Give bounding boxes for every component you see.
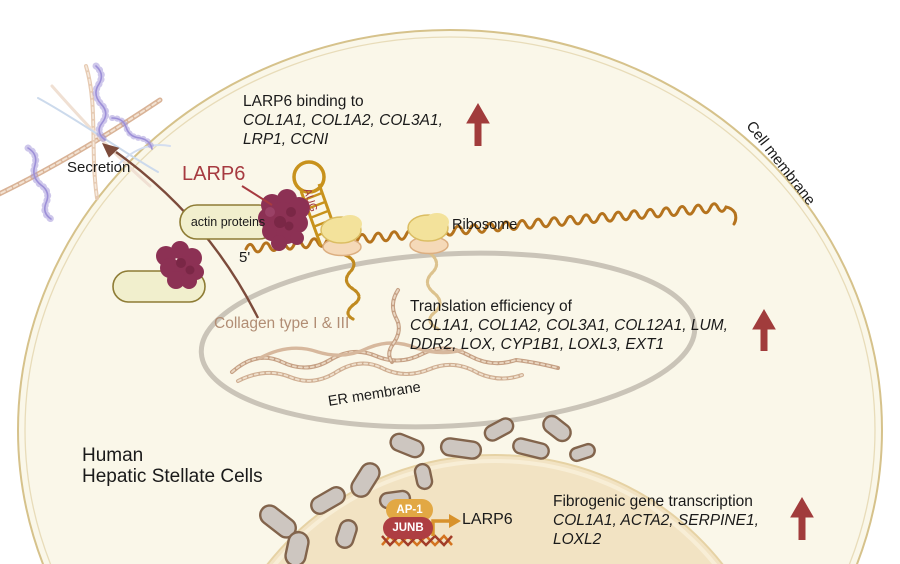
- nascent-chains: [343, 251, 442, 331]
- five-prime-label: 5': [239, 249, 251, 266]
- transcription-genes-line1: COL1A1, ACTA2, SERPINE1,: [553, 512, 759, 529]
- increase-arrow-icon-binding: [466, 103, 490, 146]
- ap1-transcription-factor: AP-1: [386, 499, 433, 521]
- cell-membrane-inner-line: [24, 36, 876, 564]
- ribosome-1: [320, 215, 362, 257]
- translation-title: Translation efficiency of: [410, 298, 572, 315]
- ribosome-label: Ribosome: [452, 217, 518, 233]
- binding-genes-line1: COL1A1, COL1A2, COL3A1,: [243, 112, 443, 129]
- transcription-title: Fibrogenic gene transcription: [553, 493, 753, 510]
- larp6-gene-label: LARP6: [462, 511, 513, 528]
- larp6-protein-label: LARP6: [182, 163, 246, 185]
- actin-proteins-label: actin proteins: [190, 214, 266, 229]
- secretion-label: Secretion: [67, 159, 131, 176]
- cell-type-line1: Human: [82, 445, 144, 466]
- increase-arrow-icon-transcription: [790, 497, 814, 540]
- cell-type-line2: Hepatic Stellate Cells: [82, 466, 263, 487]
- er-membrane-outline: [198, 250, 698, 430]
- larp6-protein-free: [156, 241, 204, 289]
- binding-genes-line2: LRP1, CCNI: [243, 131, 329, 148]
- transcription-start-arrow: [431, 514, 461, 536]
- ribosome-2: [407, 213, 449, 255]
- secreted-collagen-fibers: [0, 62, 171, 223]
- junb-transcription-factor: JUNB: [383, 517, 433, 539]
- larp6-protein: [258, 189, 310, 251]
- annotation-translation-efficiency: Translation efficiency of COL1A1, COL1A2…: [410, 297, 728, 354]
- annotation-larp6-binding: LARP6 binding to COL1A1, COL1A2, COL3A1,…: [243, 92, 443, 149]
- cell-type-label: Human Hepatic Stellate Cells: [82, 445, 263, 487]
- larp6-pointer-line: [241, 185, 273, 206]
- collagen-type-label: Collagen type I & III: [214, 315, 350, 332]
- binding-title: LARP6 binding to: [243, 93, 364, 110]
- annotation-fibrogenic-transcription: Fibrogenic gene transcription COL1A1, AC…: [553, 492, 759, 549]
- transcription-genes-line2: LOXL2: [553, 531, 602, 548]
- translation-genes-line2: DDR2, LOX, CYP1B1, LOXL3, EXT1: [410, 336, 665, 353]
- translation-genes-line1: COL1A1, COL1A2, COL3A1, COL12A1, LUM,: [410, 317, 728, 334]
- increase-arrow-icon-translation: [752, 309, 776, 351]
- er-collagen-bundle: [230, 288, 560, 383]
